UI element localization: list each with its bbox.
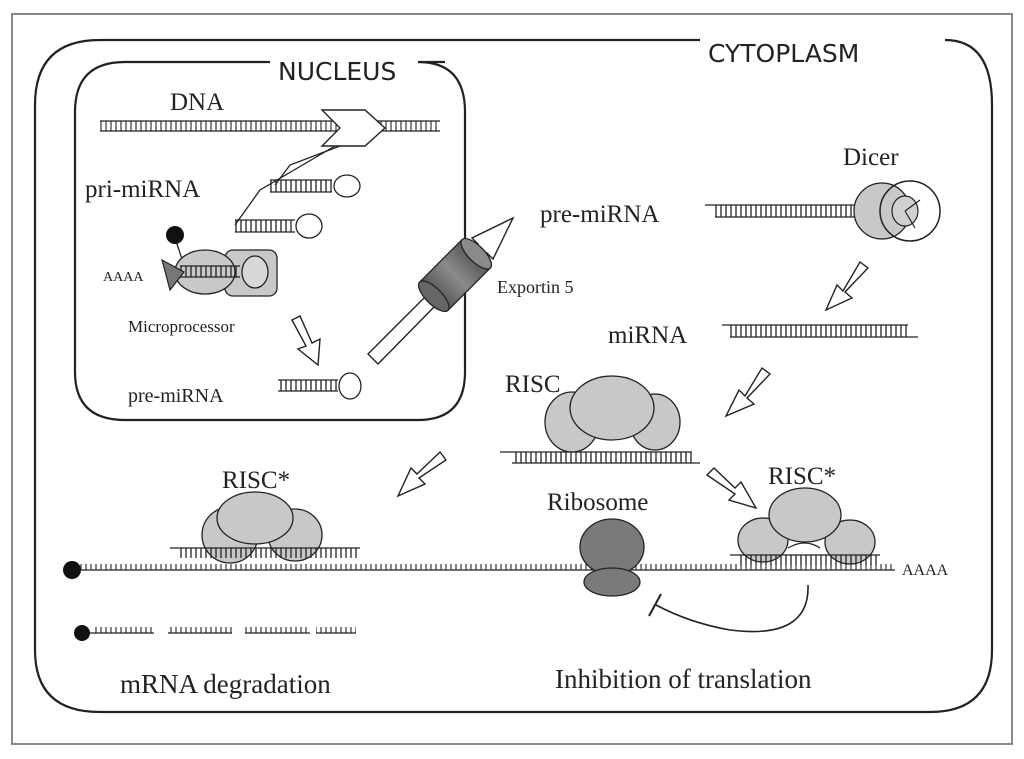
microprocessor-label: Microprocessor: [128, 317, 235, 336]
image-frame: [11, 13, 1013, 745]
process-arrow-degradation-icon: [396, 450, 448, 498]
risc-label: RISC: [505, 371, 561, 398]
cap-icon: [166, 226, 184, 244]
mrna-strand: [63, 561, 895, 579]
ribosome-label: Ribosome: [547, 489, 648, 516]
risc-complex: [500, 375, 700, 464]
pri-mirna-label: pri-miRNA: [85, 176, 200, 203]
dicer-enzyme: [853, 180, 941, 242]
mirna-duplex: [722, 324, 918, 338]
pre-mirna-nucleus-label: pre-miRNA: [128, 385, 224, 407]
promoter-arrow-icon: [320, 109, 387, 147]
risc-star-right-label: RISC*: [768, 463, 836, 490]
pri-mirna-hairpin-2: [235, 213, 323, 239]
degraded-fragments: [74, 625, 356, 641]
risc-star-degradation-complex: [170, 491, 360, 564]
pri-mirna-hairpin-1: [270, 174, 361, 198]
nucleus-boundary: [73, 60, 467, 422]
process-arrow-dicer-icon: [824, 260, 870, 312]
risc-star-left-label: RISC*: [222, 467, 290, 494]
cytoplasm-label: CYTOPLASM: [708, 39, 859, 68]
aaaa-left-label: AAAA: [103, 270, 144, 285]
inhibition-of-translation-label: Inhibition of translation: [555, 664, 812, 694]
exportin-5-label: Exportin 5: [497, 277, 574, 297]
dicer-label: Dicer: [843, 144, 899, 171]
cap-icon: [74, 625, 90, 641]
cytoplasm-boundary: [33, 38, 994, 714]
dna-label: DNA: [170, 89, 224, 116]
aaaa-right-label: AAAA: [902, 562, 949, 579]
pre-mirna-cyto-label: pre-miRNA: [540, 201, 659, 228]
exportin-5-channel: [417, 237, 493, 313]
pre-mirna-nucleus-hairpin: [278, 372, 362, 400]
mrna-degradation-label: mRNA degradation: [120, 669, 331, 699]
nucleus-label: NUCLEUS: [278, 57, 396, 86]
process-arrow-inhibition-icon: [705, 467, 758, 510]
microprocessor-complex: [161, 226, 278, 297]
process-arrow-mirna-icon: [724, 366, 772, 418]
risc-star-inhibition-complex: [730, 487, 880, 565]
mirna-label: miRNA: [608, 322, 687, 349]
inhibition-bar-icon: [648, 593, 662, 617]
inhibition-arc: [655, 584, 809, 633]
cap-icon: [63, 561, 81, 579]
process-arrow-nucleus-icon: [291, 315, 321, 367]
ribosome: [579, 518, 645, 597]
dna-strand: [100, 121, 440, 131]
